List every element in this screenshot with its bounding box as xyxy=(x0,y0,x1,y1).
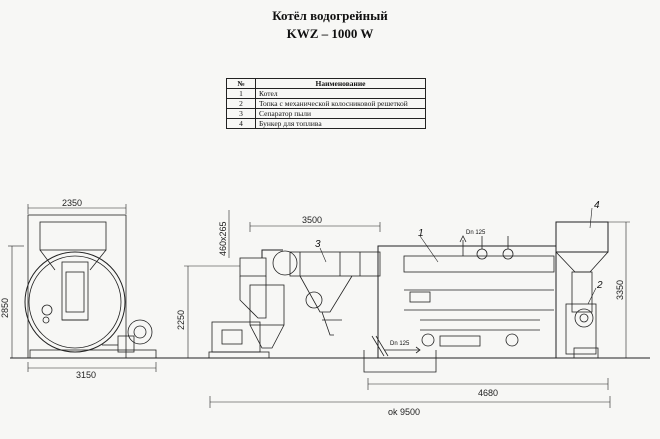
top-valve xyxy=(476,248,488,260)
callout-2: 2 xyxy=(596,280,603,291)
side-drum xyxy=(24,251,126,353)
label-pipe-bottom: Dn 125 xyxy=(390,341,410,347)
title-line-2: KWZ – 1000 W xyxy=(286,26,374,41)
dim-total-length: ok 9500 xyxy=(388,407,420,417)
side-hopper xyxy=(39,221,107,251)
callout-3: 3 xyxy=(315,239,321,250)
dim-main-height-right: 3350 xyxy=(615,280,625,300)
ash-pit xyxy=(363,350,437,373)
dim-side-base: 3150 xyxy=(76,370,96,380)
label-pipe-top: Dn 125 xyxy=(466,230,486,236)
legend-name: Бункер для топлива xyxy=(255,118,426,129)
dim-side-width: 2350 xyxy=(62,198,82,208)
boiler-body xyxy=(377,245,557,359)
cyclone-top xyxy=(239,257,267,277)
dim-separator-size: 460x265 xyxy=(218,221,228,256)
separator-duct xyxy=(289,251,381,277)
legend-table: № Наименование 1 Котел 2 Топка с механич… xyxy=(226,78,426,129)
cyclone-body xyxy=(249,284,285,326)
dim-boiler-length: 4680 xyxy=(478,388,498,398)
callout-4: 4 xyxy=(594,200,600,211)
top-valve xyxy=(502,248,514,260)
dim-main-height-left: 2250 xyxy=(176,310,186,330)
furnace-unit xyxy=(565,303,597,355)
duct-elbow xyxy=(272,250,298,276)
side-view xyxy=(8,204,157,372)
fuel-hopper xyxy=(555,221,609,253)
side-fan xyxy=(127,319,153,345)
title-line-1: Котёл водогрейный xyxy=(272,8,388,23)
dim-side-height: 2850 xyxy=(0,298,10,318)
side-base xyxy=(29,349,157,359)
boiler-drum xyxy=(403,255,555,273)
dim-separator-length: 3500 xyxy=(302,215,322,225)
separator-base-box xyxy=(211,321,261,353)
callout-1: 1 xyxy=(418,228,424,239)
separator-cone xyxy=(299,275,353,313)
main-view xyxy=(184,207,630,408)
legend-row: 4 Бункер для топлива xyxy=(226,118,426,129)
